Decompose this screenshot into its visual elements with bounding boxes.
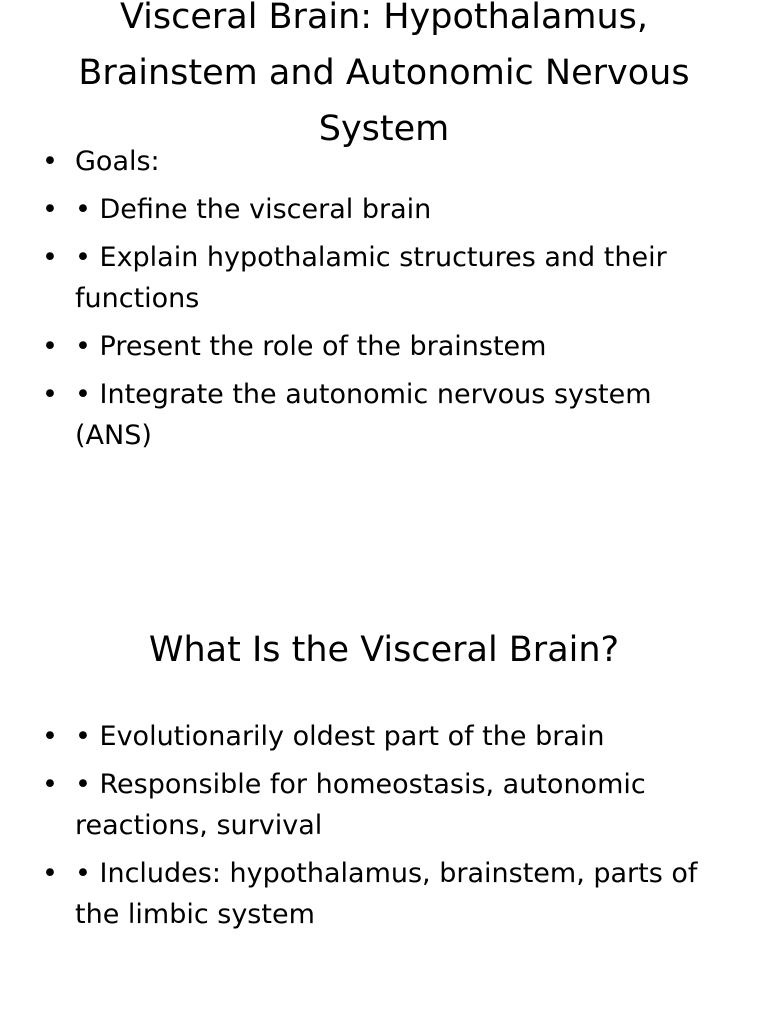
- slide-1-title: Visceral Brain: Hypothalamus, Brainstem …: [78, 0, 690, 149]
- bullet-item: • • Explain hypothalamic structures and …: [0, 237, 768, 319]
- bullet-marker: •: [42, 858, 58, 889]
- slide-2: What Is the Visceral Brain? • • Evolutio…: [0, 512, 768, 1024]
- bullet-text: Goals:: [75, 146, 160, 177]
- bullet-marker: •: [42, 146, 58, 177]
- bullet-marker: •: [42, 194, 58, 225]
- bullet-marker: •: [42, 721, 58, 752]
- bullet-item: • Goals:: [0, 141, 768, 182]
- bullet-marker: •: [42, 379, 58, 410]
- slide-1-bullet-list: • Goals: • • Define the visceral brain •…: [0, 141, 768, 463]
- bullet-marker: •: [42, 331, 58, 362]
- bullet-item: • • Evolutionarily oldest part of the br…: [0, 716, 768, 757]
- bullet-text: • Integrate the autonomic nervous system…: [75, 379, 652, 451]
- slide-2-title: What Is the Visceral Brain?: [148, 630, 620, 670]
- bullet-text: • Define the visceral brain: [75, 194, 432, 225]
- slide-2-bullet-list: • • Evolutionarily oldest part of the br…: [0, 716, 768, 942]
- bullet-text: • Evolutionarily oldest part of the brai…: [75, 721, 605, 752]
- bullet-text: • Explain hypothalamic structures and th…: [75, 242, 667, 314]
- bullet-item: • • Includes: hypothalamus, brainstem, p…: [0, 853, 768, 935]
- bullet-text: • Present the role of the brainstem: [75, 331, 547, 362]
- bullet-text: • Includes: hypothalamus, brainstem, par…: [75, 858, 698, 930]
- bullet-item: • • Define the visceral brain: [0, 189, 768, 230]
- bullet-text: • Responsible for homeostasis, autonomic…: [75, 769, 646, 841]
- bullet-marker: •: [42, 242, 58, 273]
- bullet-item: • • Responsible for homeostasis, autonom…: [0, 764, 768, 846]
- slide-1: Visceral Brain: Hypothalamus, Brainstem …: [0, 0, 768, 463]
- bullet-item: • • Integrate the autonomic nervous syst…: [0, 374, 768, 456]
- bullet-marker: •: [42, 769, 58, 800]
- bullet-item: • • Present the role of the brainstem: [0, 326, 768, 367]
